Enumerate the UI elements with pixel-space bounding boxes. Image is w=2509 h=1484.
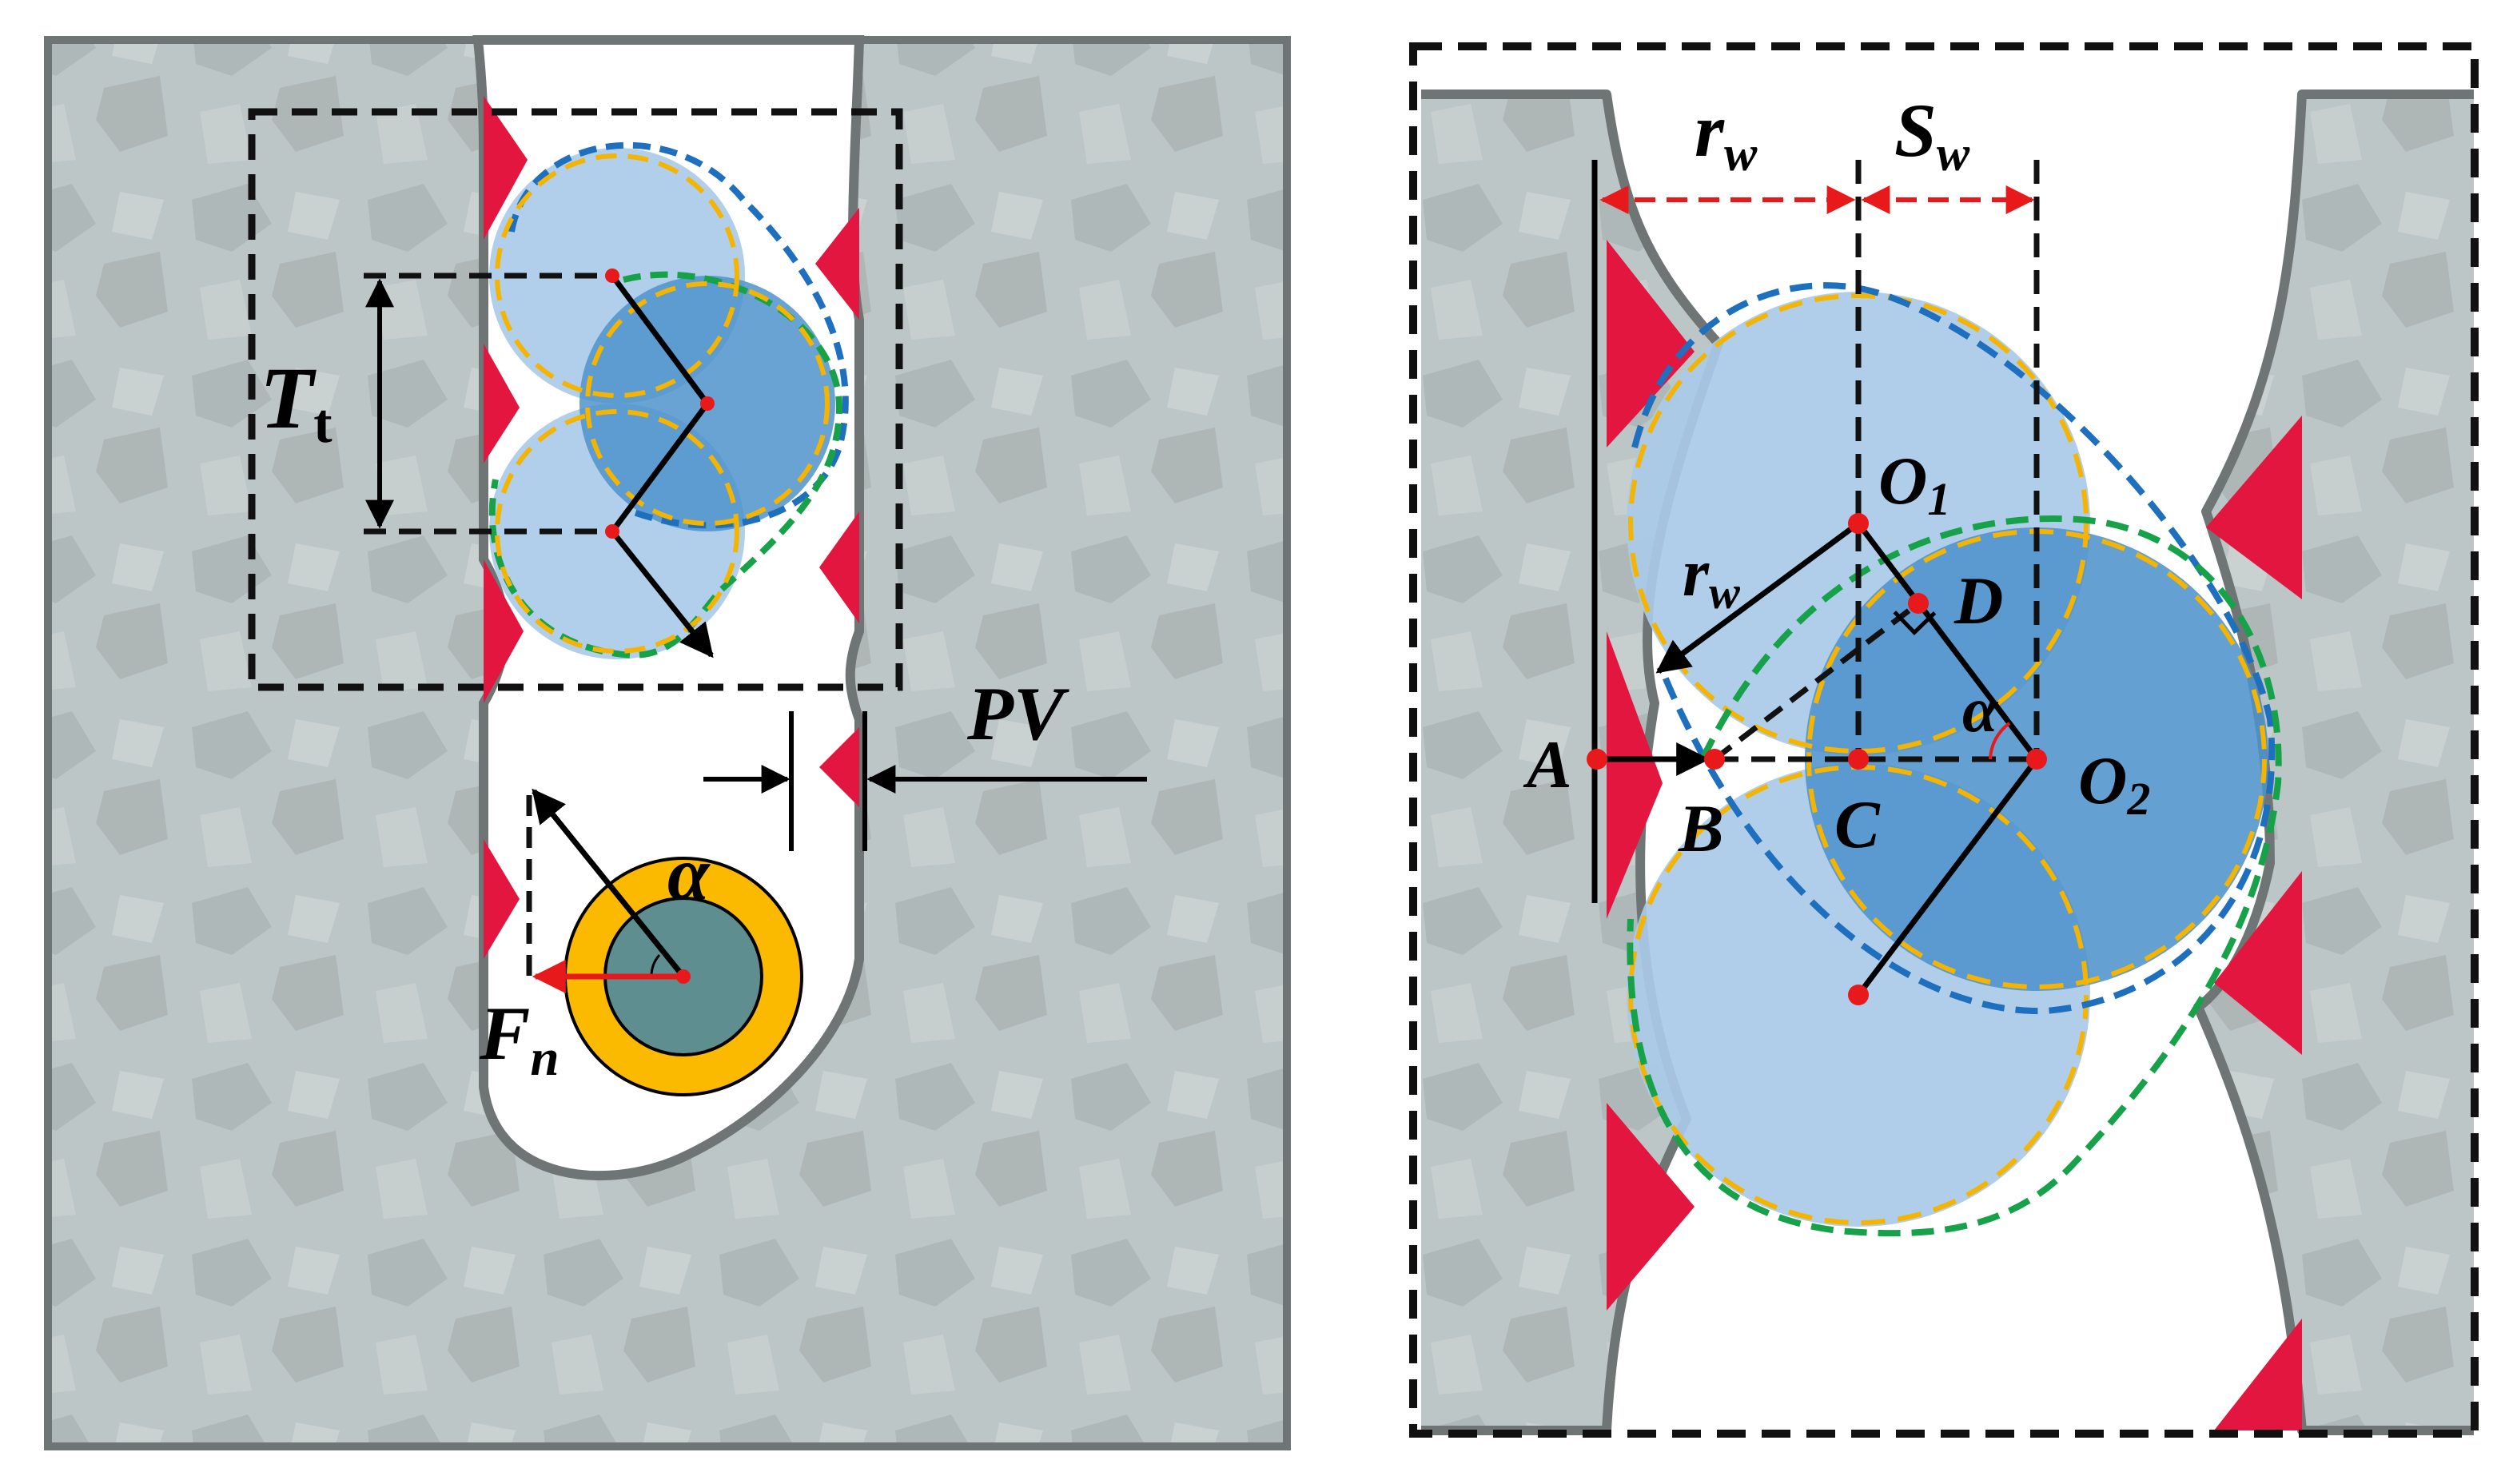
weld-spot [815,208,859,320]
label-rw-top: rw [1695,88,1758,181]
weld-spot [2214,1319,2302,1430]
zigzag-arrow [610,529,714,658]
zigzag-segment [610,401,710,534]
left-panel: Tt PV α Fn [44,35,1291,1450]
weld-spot [1607,240,1695,448]
roller-center-dot [676,969,691,984]
point-c-dot [1848,749,1869,770]
right-panel-frame [1409,42,2479,1438]
roller-force-direction [532,788,686,979]
weld-spot [819,511,859,623]
dash-circle-bottom [495,409,739,654]
weld-spot [1607,1103,1695,1311]
label-alpha-left: α [667,831,711,916]
alpha-arc [1989,722,2011,760]
center-dot [605,269,619,283]
label-tt: Tt [260,349,333,455]
dash-circle-top [495,153,739,398]
label-sw: Sw [1894,88,1970,181]
envelope-green [1627,515,2282,1237]
point-bottom-dot [1848,985,1869,1005]
point-a-dot [1587,749,1607,770]
point-b-dot [1704,749,1725,770]
weld-spot [484,96,528,240]
weld-spot [484,559,524,703]
weld-spot [2214,871,2302,1055]
center-dot [605,524,619,539]
point-d-dot [1908,593,1929,614]
point-o1-dot [1848,513,1869,534]
envelope-blue [508,141,849,529]
label-o2: O2 [2078,743,2150,825]
dash-circle-mid [585,281,830,526]
label-c: C [1834,787,1881,862]
right-panel: rw Sw O1 rw D α O2 A B C [1409,42,2479,1438]
label-pv: PV [966,671,1069,756]
label-a: A [1523,727,1572,802]
line-o2-bottom [1856,757,2039,997]
label-o1: O1 [1878,444,1950,525]
label-fn: Fn [479,991,560,1087]
label-b: B [1678,791,1724,866]
dash-circle-o1 [1628,293,2089,754]
weld-spot [819,727,859,807]
weld-spot [1607,631,1663,919]
envelope-blue [1631,282,2276,1015]
label-alpha-right: α [1962,675,1999,746]
right-angle-marker [1893,611,1937,636]
center-dot [700,396,715,411]
zigzag-segment [610,273,710,406]
weld-spot [484,839,520,959]
weld-spot [484,344,520,464]
radius-rw-arrow [1655,521,1861,674]
line-b-d [1712,601,1921,762]
label-rw-mid: rw [1683,535,1740,619]
point-o2-dot [2026,749,2047,770]
label-d: D [1953,563,2003,639]
line-o1-o2 [1856,521,2039,762]
detail-box [248,108,903,691]
weld-spot [2206,416,2302,599]
